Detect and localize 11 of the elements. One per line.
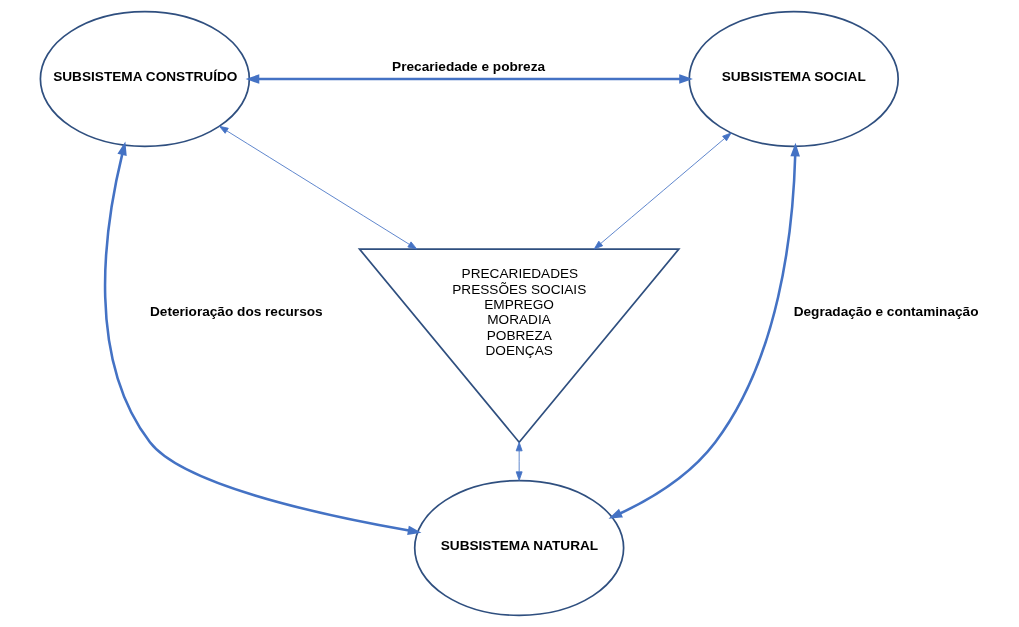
arrow xyxy=(593,132,731,250)
edge-label: Deterioração dos recursos xyxy=(149,303,323,319)
edge-label: Degradação e contaminação xyxy=(793,303,978,319)
arrow xyxy=(608,142,800,519)
arrow xyxy=(245,74,693,84)
edge-label: Precariedade e pobreza xyxy=(391,59,545,75)
arrow xyxy=(218,125,417,250)
node-ellipse: SUBSISTEMA SOCIAL xyxy=(687,10,899,148)
arrow xyxy=(515,441,523,481)
arrow xyxy=(103,141,421,536)
node-ellipse: SUBSISTEMA CONSTRUÍDO xyxy=(39,10,250,148)
